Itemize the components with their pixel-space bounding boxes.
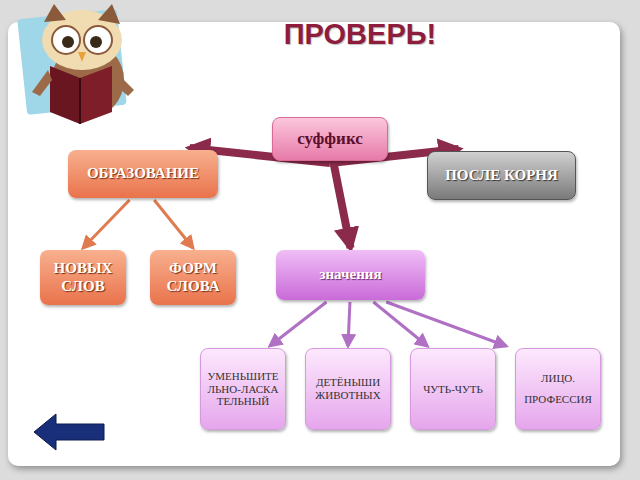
- box-label: ОБРАЗОВАНИЕ: [87, 165, 199, 182]
- back-arrow-button: [34, 414, 104, 450]
- connector-arrow: [270, 302, 327, 346]
- box-label: ЧУТЬ-ЧУТЬ: [423, 383, 483, 396]
- box-label: значения: [319, 266, 381, 283]
- connector-arrow: [334, 163, 351, 248]
- connector-arrow: [154, 200, 193, 248]
- position-box: ПОСЛЕ КОРНЯ: [427, 151, 576, 200]
- box-label: НОВЫХ СЛОВ: [45, 260, 121, 295]
- box-label: ФОРМ СЛОВА: [155, 260, 231, 295]
- box-label: ЛИЦО.: [541, 372, 575, 385]
- meaning-box: ЛИЦО. ПРОФЕССИЯ: [515, 348, 601, 430]
- meaning-box: УМЕНЬШИТЕЛЬНО-ЛАСКАТЕЛЬНЫЙ: [200, 348, 286, 430]
- suffix-box: суффикс: [272, 117, 388, 161]
- meaning-box: ДЕТЁНЫШИ ЖИВОТНЫХ: [305, 348, 391, 430]
- box-label: ПОСЛЕ КОРНЯ: [445, 167, 558, 184]
- box-label: ДЕТЁНЫШИ ЖИВОТНЫХ: [311, 376, 385, 401]
- connector-arrow: [348, 302, 350, 346]
- meaning-box: ЧУТЬ-ЧУТЬ: [410, 348, 496, 430]
- owl-picture: [17, 4, 134, 124]
- box-label: УМЕНЬШИТЕЛЬНО-ЛАСКАТЕЛЬНЫЙ: [206, 370, 280, 408]
- box-label: суффикс: [297, 129, 363, 149]
- connector-arrow: [83, 200, 130, 248]
- meanings-box: значения: [276, 250, 425, 300]
- connector-arrow: [386, 302, 506, 346]
- word-forms-box: ФОРМ СЛОВА: [150, 250, 236, 305]
- formation-box: ОБРАЗОВАНИЕ: [68, 150, 218, 198]
- slide-title: ПРОВЕРЬ!: [250, 18, 470, 51]
- new-words-box: НОВЫХ СЛОВ: [40, 250, 126, 305]
- box-label: ПРОФЕССИЯ: [524, 393, 592, 406]
